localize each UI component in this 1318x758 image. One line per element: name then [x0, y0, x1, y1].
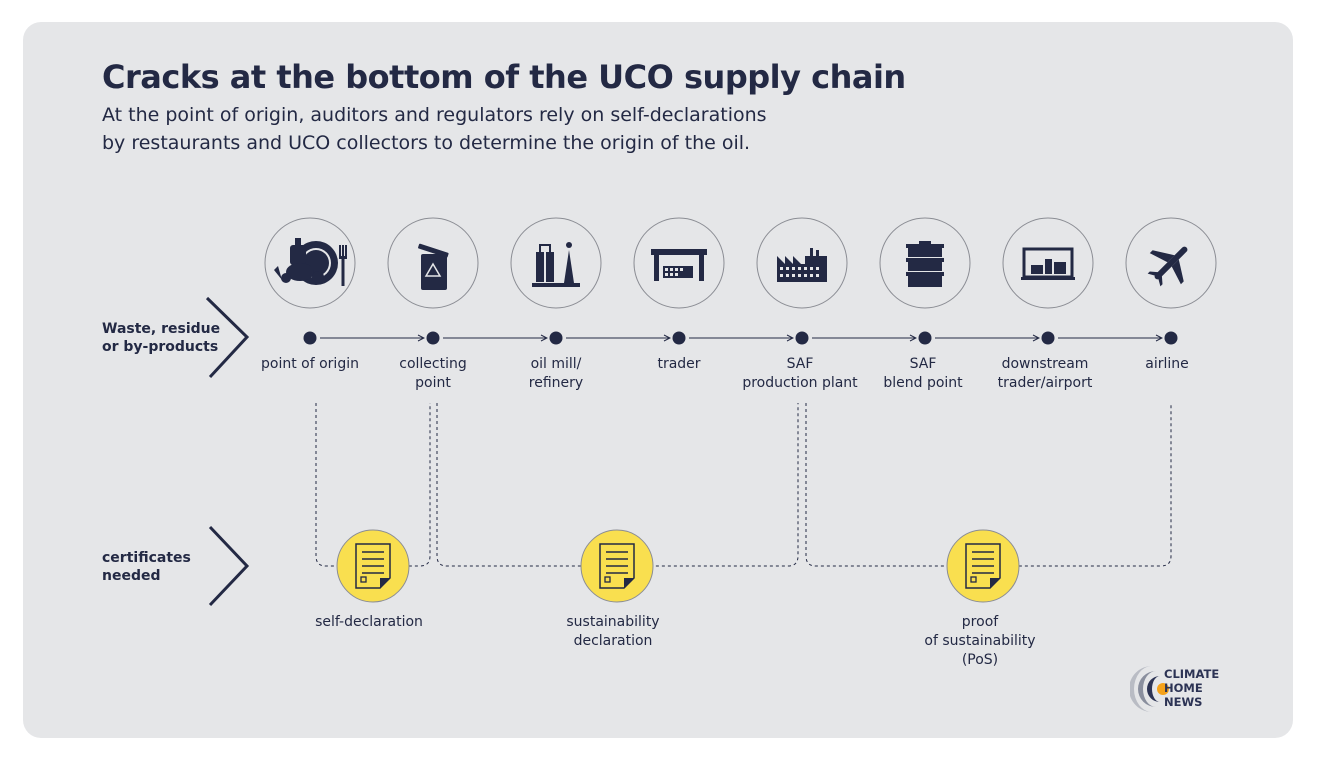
certificate-self-declaration	[336, 529, 410, 603]
airplane-icon	[1147, 246, 1188, 287]
node-label-trader: trader	[657, 356, 701, 372]
node-dot	[1041, 331, 1055, 345]
document-icon	[599, 543, 635, 589]
bracket-proof-of-sustainability	[805, 403, 1172, 567]
subtitle: At the point of origin, auditors and reg…	[102, 101, 862, 157]
warehouse-icon	[651, 249, 707, 281]
subtitle-line: by restaurants and UCO collectors to det…	[102, 132, 751, 154]
row-label-line: certificates	[102, 550, 191, 566]
row-label-certificates: certificates needed	[102, 549, 191, 585]
row-label-line: needed	[102, 568, 161, 584]
recycling-bin-icon	[418, 243, 449, 290]
subtitle-line: At the point of origin, auditors and reg…	[102, 104, 767, 126]
node-dot	[303, 331, 317, 345]
node-dot	[426, 331, 440, 345]
cert-label-self-declaration: self-declaration	[315, 614, 423, 630]
certificate-proof-of-sustainability	[946, 529, 1020, 603]
node-dot	[1164, 331, 1178, 345]
node-dot	[549, 331, 563, 345]
row-label-line: Waste, residue	[102, 321, 221, 337]
factory-icon	[777, 248, 827, 282]
refinery-icon	[532, 242, 580, 287]
node-dot	[918, 331, 932, 345]
page-title: Cracks at the bottom of the UCO supply c…	[102, 58, 906, 96]
row-label-line: or by-products	[102, 339, 219, 355]
document-icon	[965, 543, 1001, 589]
climate-home-news-logo-icon	[1130, 666, 1169, 712]
infographic-card	[23, 22, 1293, 738]
chevron-right-icon	[205, 296, 250, 379]
node-dot	[795, 331, 809, 345]
barrel-icon	[906, 241, 944, 287]
certificate-sustainability-declaration	[580, 529, 654, 603]
document-icon	[355, 543, 391, 589]
node-dot	[672, 331, 686, 345]
chevron-right-icon	[208, 525, 250, 607]
node-label-oil-mill: oil mill/refinery	[528, 356, 584, 391]
node-label-point-of-origin: point of origin	[261, 356, 359, 372]
node-label-airline: airline	[1145, 356, 1189, 372]
row-label-waste: Waste, residue or by-products	[102, 320, 220, 356]
storage-hall-icon	[1021, 247, 1075, 280]
restaurant-icon	[274, 238, 347, 286]
bracket-sustainability-declaration	[436, 403, 799, 567]
